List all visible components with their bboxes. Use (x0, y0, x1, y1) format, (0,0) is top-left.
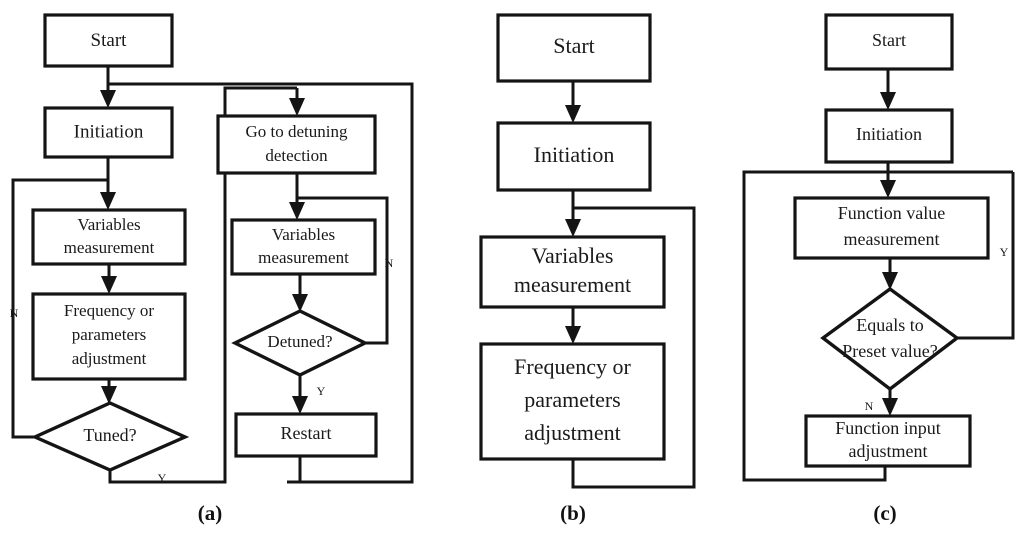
branch-label-a-detuned-no: N (385, 256, 394, 270)
node-c-start[interactable] (824, 13, 954, 71)
node-c-start-label: Start (872, 30, 906, 50)
branch-label-a-tuned-no: N (10, 306, 19, 320)
arrowhead-c-equals (882, 272, 898, 290)
node-b-start-label: Start (553, 33, 595, 58)
node-c-funcinput-line2: adjustment (849, 441, 928, 461)
node-a-go-to-detuning[interactable] (216, 114, 377, 175)
node-b-adjustment-line2: parameters (524, 387, 621, 412)
edge-c-yes-path (957, 172, 1015, 340)
panel-b: Start Initiation Variables measurement F… (479, 13, 696, 525)
node-a-variables2-line1: Variables (272, 225, 335, 244)
node-a-initiation-label: Initiation (74, 121, 144, 142)
edge-c-loop-return (742, 170, 1013, 482)
node-a-variables-line2: measurement (64, 238, 155, 257)
node-a-detuned-label: Detuned? (267, 332, 332, 351)
node-b-variables-line1: Variables (532, 243, 614, 268)
branch-label-c-equals-no: N (865, 399, 874, 413)
panel-a: Start Initiation Variables measurement F… (10, 13, 414, 525)
node-a-start[interactable] (43, 13, 174, 68)
branch-label-c-equals-yes: Y (1000, 245, 1009, 259)
arrowhead-a-adjustment (101, 276, 117, 294)
node-c-initiation-label: Initiation (856, 124, 922, 144)
node-a-tuned-decision[interactable] (30, 401, 190, 472)
edge-a-tuned-no-path (11, 178, 108, 439)
arrowhead-c-funcinput (882, 398, 898, 416)
node-c-equals-decision[interactable] (820, 286, 960, 392)
node-a-adjustment-line2: parameters (72, 325, 147, 344)
node-a-variables-measurement[interactable] (31, 208, 187, 266)
panel-c: Start Initiation Function value measurem… (742, 13, 1015, 525)
arrowhead-c-funcvalue (880, 180, 896, 198)
node-a-goto-line1: Go to detuning (246, 122, 348, 141)
arrowhead-b-initiation (565, 105, 581, 123)
arrowhead-a-restart (292, 396, 308, 414)
node-b-initiation-label: Initiation (534, 142, 615, 167)
node-c-funcvalue-line1: Function value (838, 203, 945, 223)
node-b-variables-line2: measurement (514, 272, 631, 297)
arrowhead-c-initiation (880, 92, 896, 110)
panel-c-caption: (c) (873, 501, 896, 525)
edge-a-outer-return (108, 82, 414, 484)
node-a-tuned-label: Tuned? (83, 425, 136, 445)
branch-label-a-detuned-yes: Y (317, 384, 326, 398)
edge-b-loop-return (571, 206, 696, 489)
arrowhead-a-variables2 (289, 202, 305, 220)
node-a-restart[interactable] (234, 412, 378, 458)
arrowhead-a-initiation (100, 90, 116, 108)
node-a-adjustment-line3: adjustment (72, 349, 147, 368)
node-c-funcvalue-line2: measurement (844, 229, 940, 249)
arrowhead-b-adjustment (565, 326, 581, 344)
node-a-start-label: Start (91, 30, 128, 51)
node-a-restart-label: Restart (281, 423, 332, 443)
node-b-adjustment[interactable] (479, 342, 666, 461)
node-c-funcinput-line1: Function input (835, 418, 941, 438)
node-b-adjustment-line1: Frequency or (514, 354, 631, 379)
edge-a-detuned-no-path (297, 196, 389, 345)
panel-b-caption: (b) (560, 501, 586, 525)
arrowhead-a-tuned (101, 386, 117, 404)
arrowhead-a-variables (100, 192, 116, 210)
node-a-variables2-line2: measurement (258, 248, 349, 267)
panel-a-caption: (a) (198, 501, 223, 525)
node-b-adjustment-line3: adjustment (524, 420, 621, 445)
node-a-goto-line2: detection (265, 146, 328, 165)
node-c-equals-line1: Equals to (856, 315, 924, 335)
node-c-function-value-measurement[interactable] (793, 196, 990, 260)
node-c-equals-line2: Preset value? (842, 341, 937, 361)
node-a-variables-measurement-2[interactable] (230, 218, 377, 276)
node-a-variables-line1: Variables (77, 215, 140, 234)
arrowhead-b-variables (565, 219, 581, 237)
node-c-function-input-adjustment[interactable] (804, 414, 972, 468)
edge-a-tuned-yes-path (108, 86, 297, 484)
node-b-start[interactable] (496, 13, 652, 83)
node-c-initiation[interactable] (824, 108, 954, 164)
arrowhead-a-goto-detuning (289, 98, 305, 116)
arrowhead-a-detuned (292, 294, 308, 312)
branch-label-a-tuned-yes: Y (158, 471, 167, 485)
node-a-adjustment-line1: Frequency or (64, 301, 155, 320)
